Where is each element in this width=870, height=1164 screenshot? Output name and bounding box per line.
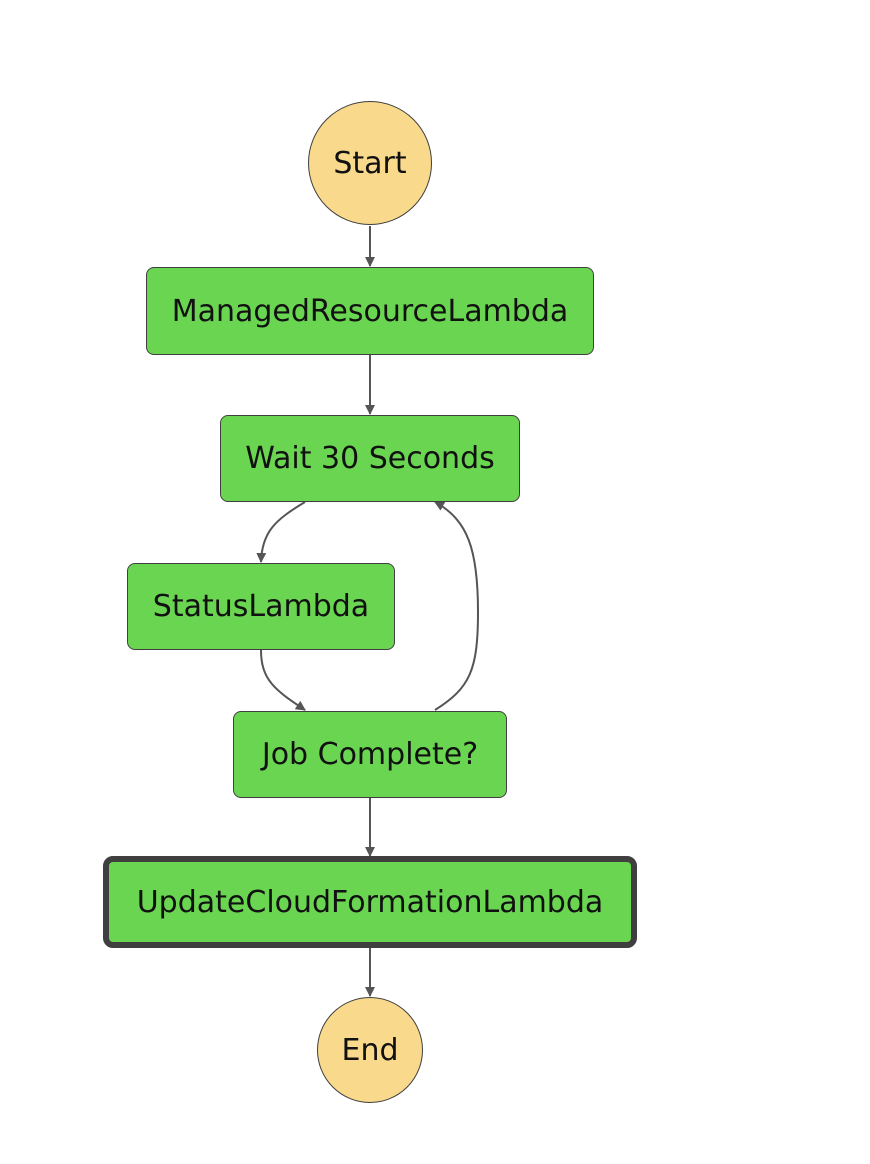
start-node[interactable]: Start — [308, 101, 432, 225]
update-cloudformation-lambda-node[interactable]: UpdateCloudFormationLambda — [103, 856, 637, 948]
wait-30-seconds-node[interactable]: Wait 30 Seconds — [220, 415, 520, 502]
end-node[interactable]: End — [317, 997, 423, 1103]
status-lambda-node[interactable]: StatusLambda — [127, 563, 395, 650]
edge-wait-to-status-lambda — [256, 501, 306, 563]
edge-job-complete-to-wait — [434, 501, 480, 711]
managed-resource-lambda-node[interactable]: ManagedResourceLambda — [146, 267, 594, 355]
job-complete-node[interactable]: Job Complete? — [233, 711, 507, 798]
edge-status-lambda-to-job-complete — [260, 649, 306, 711]
